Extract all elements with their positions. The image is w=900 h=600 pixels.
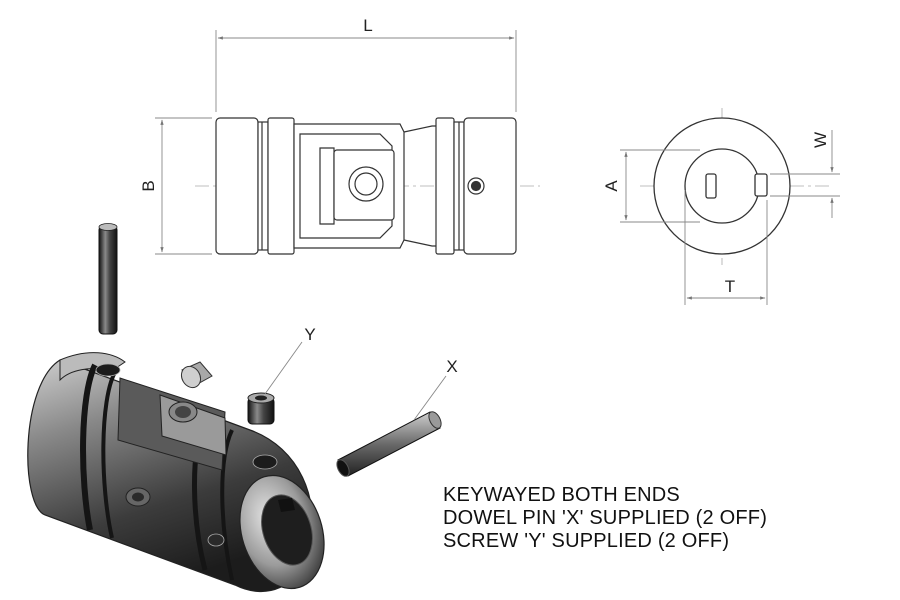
dimension-B: B [139, 117, 212, 255]
dimension-label-A: A [602, 180, 621, 192]
callout-line-y [264, 341, 303, 395]
notes-block: KEYWAYED BOTH ENDS DOWEL PIN 'X' SUPPLIE… [443, 484, 883, 553]
dimension-A: A [602, 149, 700, 223]
note-line: SCREW 'Y' SUPPLIED (2 OFF) [443, 530, 730, 552]
callout-line-x [413, 375, 447, 421]
dimension-label-W: W [811, 132, 830, 148]
note-line: DOWEL PIN 'X' SUPPLIED (2 OFF) [443, 507, 768, 529]
dimension-T: T [684, 190, 768, 305]
dowel-pin-upper [98, 223, 118, 335]
screw-loose [180, 361, 213, 389]
dimension-L: L [215, 16, 517, 112]
side-view [195, 117, 540, 255]
end-view [640, 108, 830, 265]
dimension-label-L: L [363, 16, 372, 35]
screw-y [247, 392, 275, 425]
dimension-label-B: B [139, 180, 158, 191]
callout-label-y: Y [304, 325, 315, 344]
callout-label-x: X [446, 357, 457, 376]
dimension-label-T: T [725, 277, 735, 296]
dowel-pin-x [336, 411, 442, 477]
isometric-view [27, 352, 325, 593]
note-line: KEYWAYED BOTH ENDS [443, 484, 680, 506]
dimension-W: W [770, 130, 840, 218]
